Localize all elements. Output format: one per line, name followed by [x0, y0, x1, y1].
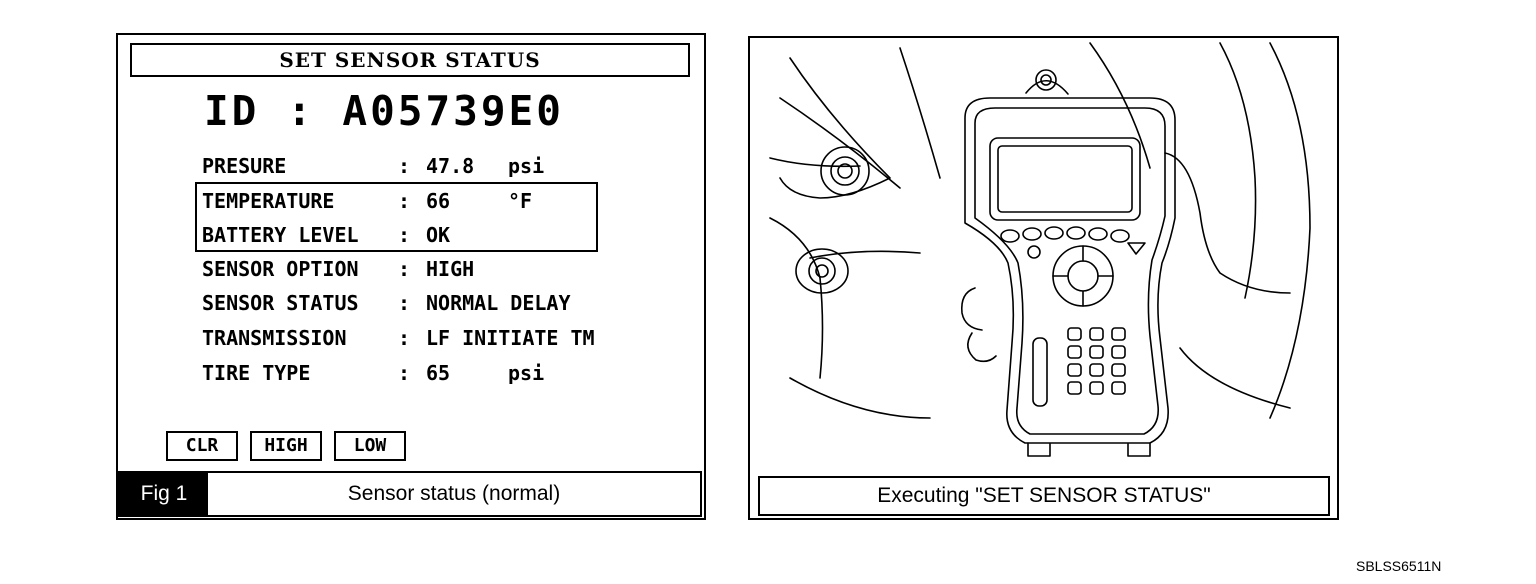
hand-icon	[960, 152, 1291, 409]
row-label: TRANSMISSION	[202, 326, 347, 350]
row-separator: :	[398, 154, 411, 178]
row-value: 66	[426, 189, 451, 213]
sensor-id: ID : A05739E0	[204, 87, 564, 135]
tool-illustration-panel: Executing "SET SENSOR STATUS"	[748, 36, 1339, 520]
row-separator: :	[398, 189, 411, 213]
figure-caption-bar: Fig 1 Sensor status (normal)	[118, 471, 702, 517]
row-value: NORMAL DELAY	[426, 291, 571, 315]
figure-caption: Sensor status (normal)	[347, 482, 561, 505]
status-row-sensor-option: SENSOR OPTION : HIGH	[202, 254, 474, 284]
row-unit: psi	[508, 361, 545, 385]
row-label: BATTERY LEVEL	[202, 223, 359, 247]
row-label: TEMPERATURE	[202, 189, 335, 213]
status-row-sensor-status: SENSOR STATUS : NORMAL DELAY	[202, 288, 571, 318]
temperature-battery-highlight-box	[195, 182, 598, 252]
clr-button[interactable]: CLR	[166, 431, 238, 461]
row-label: SENSOR STATUS	[202, 291, 359, 315]
row-separator: :	[398, 361, 411, 385]
row-value: 65	[426, 361, 451, 385]
row-value: LF INITIATE TM	[426, 326, 595, 350]
illustration-caption: Executing "SET SENSOR STATUS"	[758, 476, 1330, 516]
wheel-icon	[769, 42, 1311, 419]
row-unit: °F	[508, 189, 533, 213]
screen-title: SET SENSOR STATUS	[130, 43, 690, 77]
row-value: OK	[426, 223, 451, 247]
row-label: TIRE TYPE	[202, 361, 311, 385]
status-row-pressure: PRESURE : 47.8 psi	[202, 151, 544, 181]
figure-label: Fig 1	[120, 473, 208, 515]
row-separator: :	[398, 223, 411, 247]
handheld-scan-tool-illustration	[769, 42, 1311, 457]
status-row-temperature: TEMPERATURE : 66 °F	[202, 186, 532, 216]
row-label: PRESURE	[202, 154, 287, 178]
row-unit: psi	[508, 154, 545, 178]
low-button[interactable]: LOW	[334, 431, 406, 461]
high-button[interactable]: HIGH	[250, 431, 322, 461]
document-code: SBLSS6511N	[1356, 558, 1442, 574]
row-separator: :	[398, 257, 411, 281]
row-label: SENSOR OPTION	[202, 257, 359, 281]
row-separator: :	[398, 291, 411, 315]
row-value: HIGH	[426, 257, 475, 281]
status-row-battery-level: BATTERY LEVEL : OK	[202, 220, 450, 250]
status-row-tire-type: TIRE TYPE : 65 psi	[202, 358, 544, 388]
sensor-status-screen-panel: SET SENSOR STATUS ID : A05739E0 PRESURE …	[116, 33, 706, 520]
row-separator: :	[398, 326, 411, 350]
handheld-scan-tool-icon	[964, 97, 1176, 457]
row-value: 47.8	[426, 154, 475, 178]
status-row-transmission: TRANSMISSION : LF INITIATE TM	[202, 323, 595, 353]
